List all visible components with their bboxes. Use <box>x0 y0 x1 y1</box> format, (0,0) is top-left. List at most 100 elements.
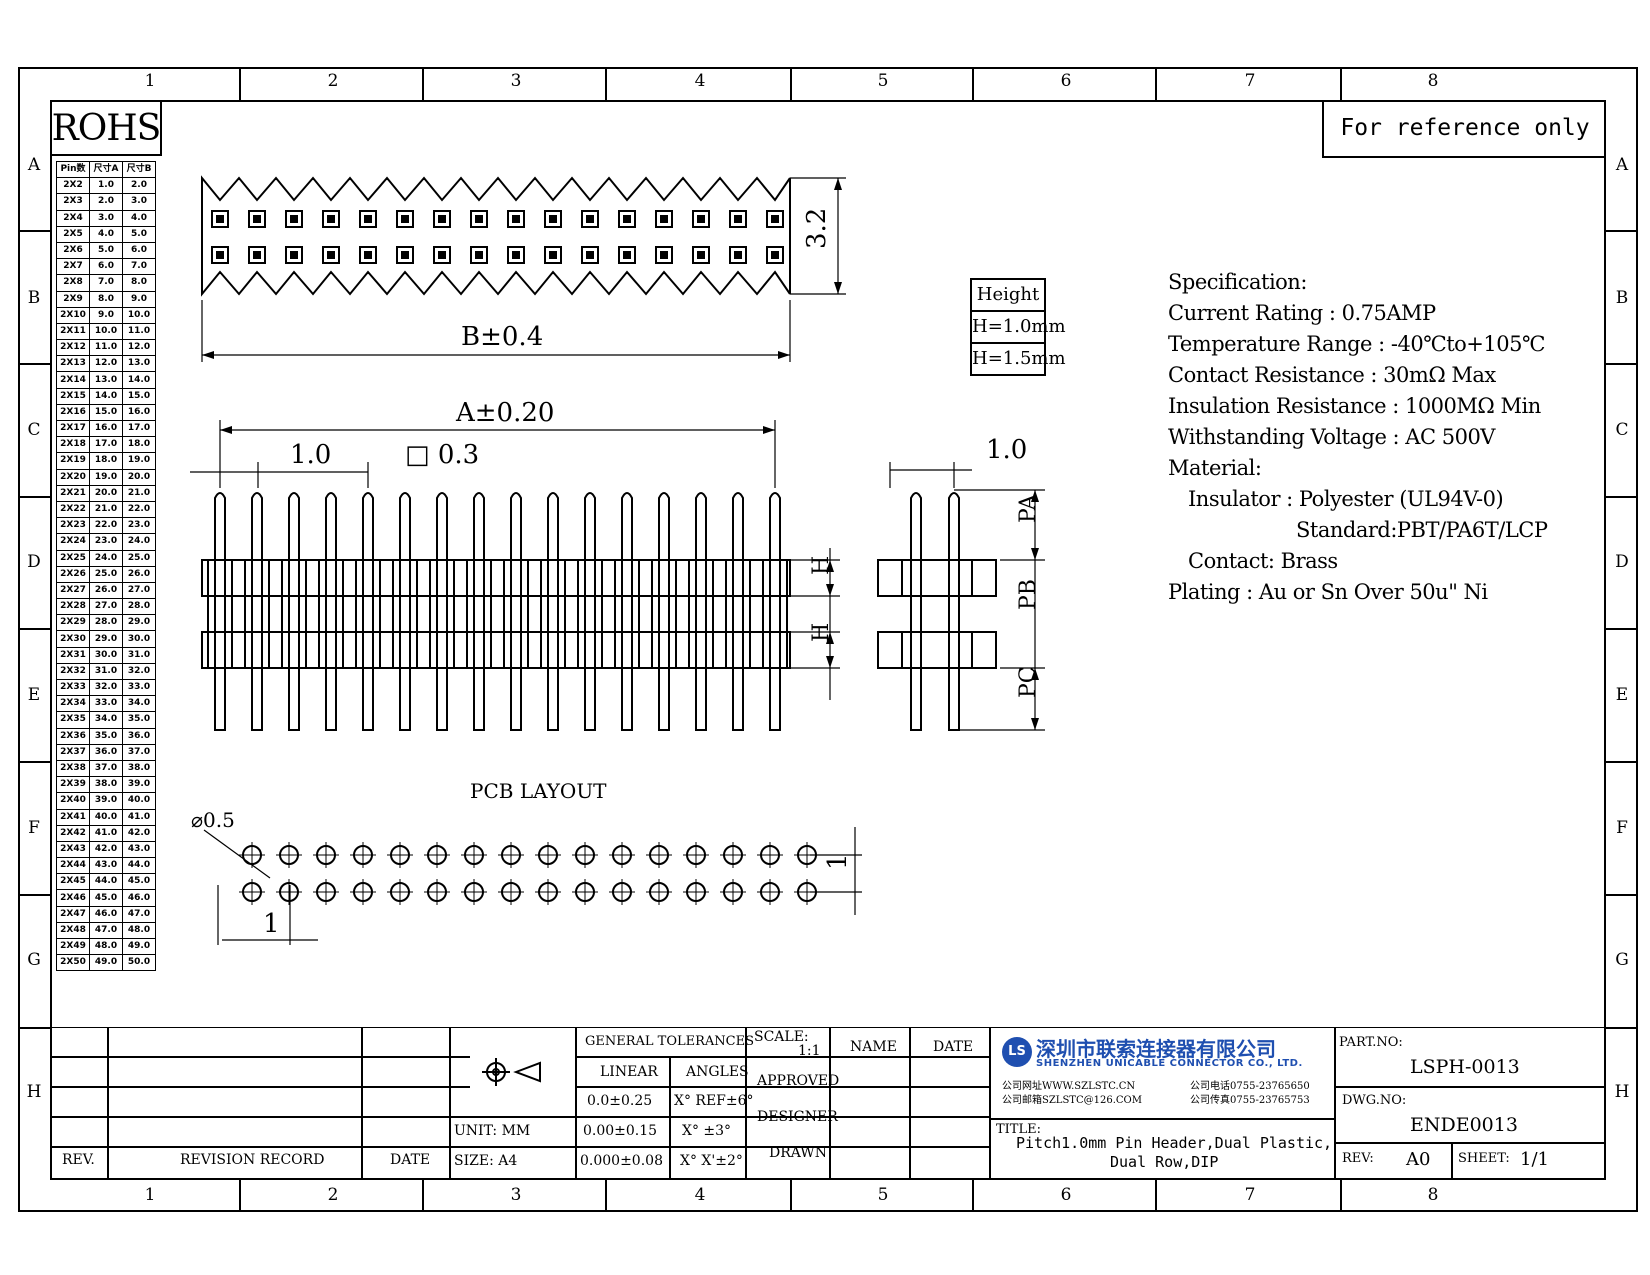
drawn-label: DRAWN <box>769 1145 827 1161</box>
pin-body <box>695 492 707 731</box>
part-number: LSPH-0013 <box>1410 1056 1520 1078</box>
pin-square-inner <box>364 215 372 223</box>
zone-divider <box>1606 363 1638 365</box>
dimension-arrow <box>220 426 232 434</box>
dimension-arrow <box>1031 718 1039 730</box>
pin-square <box>248 210 266 228</box>
pin-square-inner <box>475 215 483 223</box>
pin-square <box>211 246 229 264</box>
zone-row-letter: F <box>28 818 40 838</box>
zone-divider <box>239 67 241 100</box>
drawing-frame-inner <box>50 100 1606 1180</box>
dimension-labels: 3.2 B±0.4 A±0.20 1.0 □ 0.3 1.0 H H PA PB… <box>191 208 1041 939</box>
zone-column-number: 7 <box>1244 1185 1256 1205</box>
zone-divider <box>239 1180 241 1212</box>
side-plastic-lower <box>877 631 997 669</box>
pin-square <box>322 246 340 264</box>
spec-line: Contact Resistance : 30mΩ Max <box>1168 363 1496 387</box>
spec-heading: Specification: <box>1168 270 1307 294</box>
unit-label: UNIT: MM <box>454 1123 531 1139</box>
pin-square-inner <box>401 251 409 259</box>
pin-square <box>285 210 303 228</box>
front-plastic-lower <box>201 631 791 669</box>
size-label: SIZE: A4 <box>454 1153 518 1169</box>
pin-body <box>473 492 485 731</box>
dim-pin-square: □ 0.3 <box>405 440 479 470</box>
height-table-header: Height <box>972 280 1044 312</box>
pin-square <box>729 246 747 264</box>
name-header: NAME <box>850 1039 897 1055</box>
title-label: TITLE: <box>996 1122 1041 1137</box>
zone-row-letter: G <box>27 950 41 970</box>
spec-line: Insulation Resistance : 1000MΩ Min <box>1168 394 1541 418</box>
rev-value: A0 <box>1406 1149 1431 1170</box>
company-website: 公司网址WWW.SZLSTC.CN <box>1002 1081 1136 1092</box>
dimension-arrow <box>1031 668 1039 680</box>
zone-row-letter: E <box>27 685 41 705</box>
pin-body <box>769 492 781 731</box>
pin-body <box>584 492 596 731</box>
zone-divider <box>18 363 50 365</box>
spec-line: Standard:PBT/PA6T/LCP <box>1296 518 1548 542</box>
zone-row-letter: B <box>27 288 41 308</box>
dim-h-upper: H <box>809 556 834 575</box>
scale-value: 1:1 <box>798 1043 821 1059</box>
dim-b: B±0.4 <box>461 322 543 352</box>
side-view <box>877 492 997 731</box>
pin-square-inner <box>216 251 224 259</box>
zone-column-number: 5 <box>877 1185 889 1205</box>
zone-divider <box>18 628 50 630</box>
pin-square <box>692 246 710 264</box>
date-column-header: DATE <box>933 1039 974 1055</box>
rev-header: REV. <box>62 1152 95 1168</box>
zone-row-letter: F <box>1616 818 1628 838</box>
pin-square-inner <box>253 251 261 259</box>
angle-tol: X° ±3° <box>682 1123 732 1139</box>
pin-square <box>507 210 525 228</box>
company-logo-icon: LS <box>1002 1037 1032 1067</box>
drawing-frame-outer <box>18 67 1638 1212</box>
pin-square <box>581 246 599 264</box>
reference-note: For reference only <box>1322 100 1606 158</box>
dimension-arrow <box>826 632 834 644</box>
dim-pcb-pitch-x: 1 <box>263 909 280 939</box>
dimension-arrow <box>834 178 842 190</box>
pin-square-inner <box>438 215 446 223</box>
company-name-cn: 深圳市联索连接器有限公司 <box>1036 1037 1276 1061</box>
zone-divider <box>1606 230 1638 232</box>
company-name-en: SHENZHEN UNICABLE CONNECTOR CO., LTD. <box>1036 1058 1303 1069</box>
zone-column-number: 3 <box>510 1185 522 1205</box>
approved-label: APPROVED <box>757 1073 840 1089</box>
pin-square <box>396 210 414 228</box>
pin-square-inner <box>327 215 335 223</box>
pin-body <box>325 492 337 731</box>
spec-line: Insulator : Polyester (UL94V-0) <box>1188 487 1504 511</box>
zone-divider <box>1606 761 1638 763</box>
dim-side-pitch: 1.0 <box>986 435 1027 465</box>
dim-pitch: 1.0 <box>290 440 331 470</box>
dwg-no-label: DWG.NO: <box>1342 1093 1407 1108</box>
pin-body <box>732 492 744 731</box>
zone-divider <box>18 894 50 896</box>
linear-tol: 0.000±0.08 <box>580 1153 663 1169</box>
dim-top-height: 3.2 <box>802 208 832 249</box>
table-cell: 50.0 <box>122 954 156 972</box>
zone-divider <box>18 1027 50 1029</box>
pin-square <box>211 210 229 228</box>
